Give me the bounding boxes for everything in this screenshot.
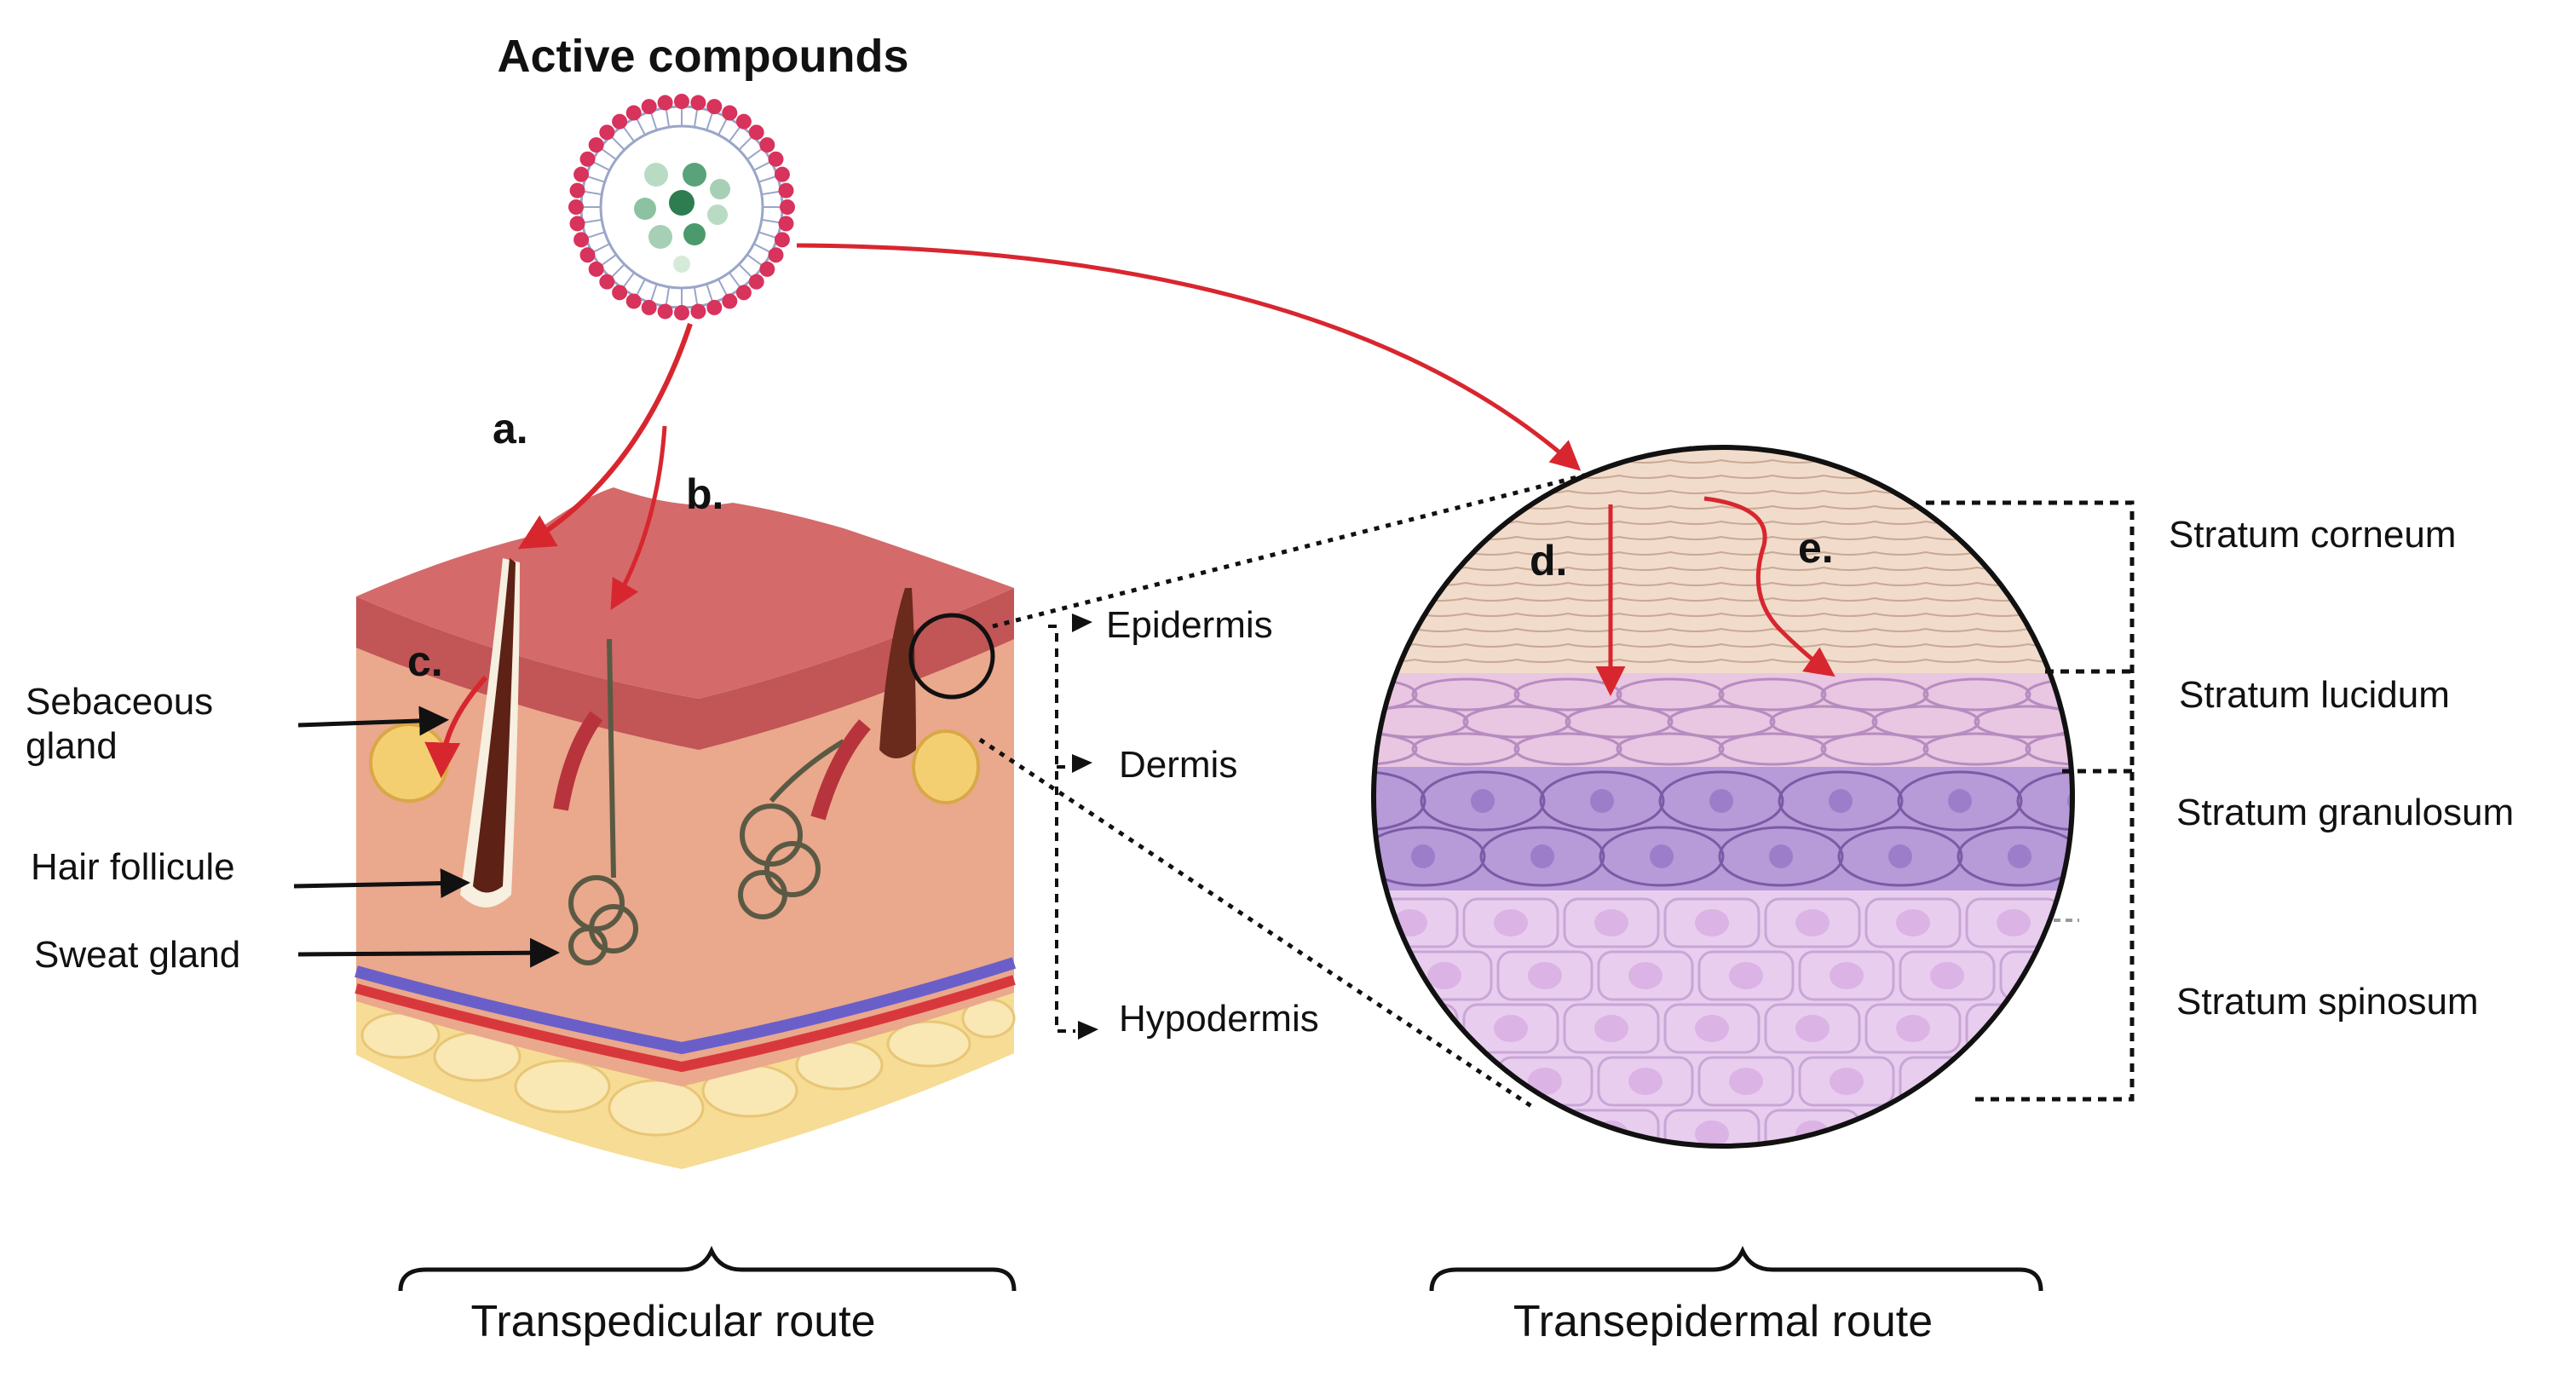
epidermis-pointer-icon: [1072, 614, 1092, 632]
route-transepidermal: Transepidermal route: [1513, 1297, 1933, 1346]
route-transpedicular: Transpedicular route: [471, 1297, 876, 1346]
route-letter-c: c.: [407, 637, 443, 685]
liposome-icon: [568, 94, 795, 320]
route-letter-e: e.: [1798, 524, 1834, 572]
epidermis-zoom-circle: [1371, 445, 2075, 1149]
layer-dermis: Dermis: [1119, 744, 1237, 786]
label-hair-follicle: Hair follicule: [31, 846, 235, 888]
left-brace: [398, 1245, 1017, 1292]
label-sebaceous-line1: Sebaceous: [26, 681, 213, 723]
dermis-pointer-icon: [1072, 754, 1092, 773]
active-compound-particles: [634, 163, 730, 273]
route-letter-d: d.: [1530, 537, 1567, 585]
diagram-title: Active compounds: [497, 31, 908, 82]
stratum-lucidum-label: Stratum lucidum: [2179, 674, 2450, 716]
label-sebaceous-line2: gland: [26, 725, 118, 767]
stratum-spinosum-label: Stratum spinosum: [2176, 981, 2479, 1023]
stratum-granulosum-label: Stratum granulosum: [2176, 792, 2514, 833]
hypodermis-pointer-icon: [1078, 1021, 1098, 1040]
route-letter-b: b.: [686, 470, 723, 518]
layer-epidermis: Epidermis: [1106, 604, 1273, 646]
route-letter-a: a.: [493, 405, 528, 452]
skin-cross-section: [354, 487, 1017, 1169]
layer-hypodermis: Hypodermis: [1119, 998, 1319, 1040]
stratum-corneum-label: Stratum corneum: [2169, 514, 2456, 556]
right-brace: [1429, 1245, 2043, 1292]
label-sweat-gland: Sweat gland: [34, 934, 240, 976]
